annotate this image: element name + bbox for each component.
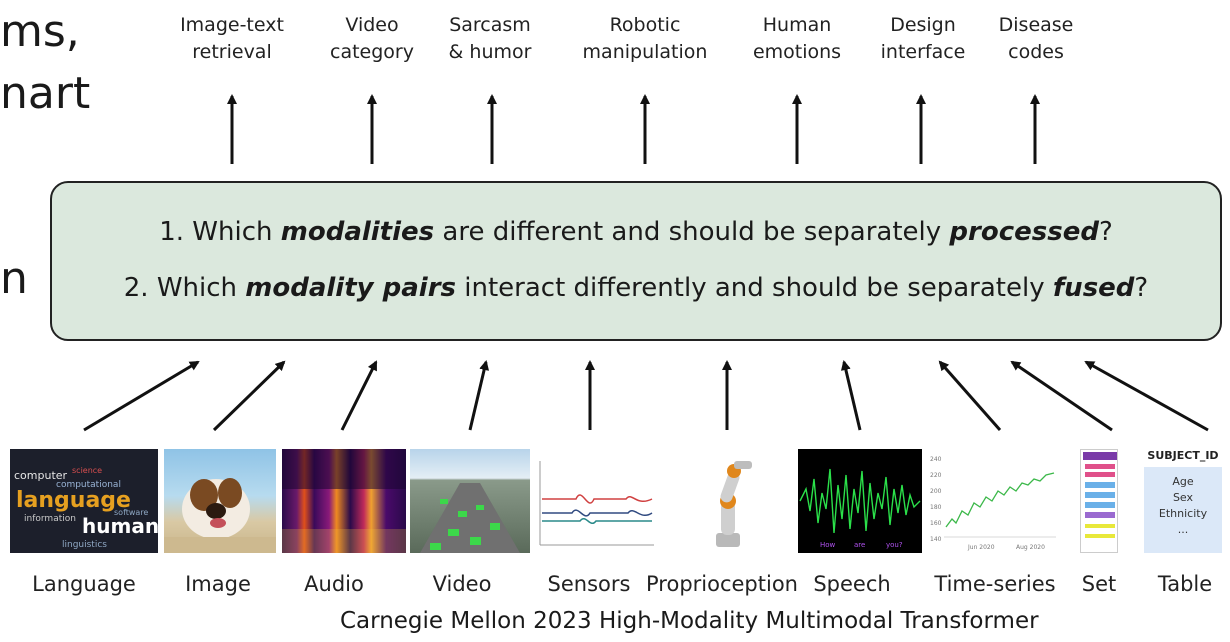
task-label-line1: Human: [762, 14, 832, 36]
table-row: ...: [1177, 523, 1189, 536]
svg-text:are: are: [854, 541, 865, 549]
table-row: Sex: [1172, 491, 1194, 504]
arrow-from-video: [468, 360, 490, 431]
modality-label-audio: Audio: [304, 572, 364, 596]
modality-label-language: Language: [32, 572, 136, 596]
task-sarcasm-humor: Sarcasm & humor: [449, 12, 532, 66]
task-label-line1: Robotic: [609, 14, 681, 36]
task-video-category: Video category: [330, 12, 414, 66]
modality-label-sensors: Sensors: [547, 572, 631, 596]
task-label-line2: emotions: [752, 41, 842, 63]
arrow-from-speech: [840, 360, 862, 431]
modality-label-image: Image: [185, 572, 251, 596]
arrow-from-language: [83, 360, 200, 432]
modality-label-time-series: Time-series: [934, 572, 1056, 596]
language-word-cloud-image: computer science computational language …: [10, 449, 158, 553]
table-row: Age: [1172, 475, 1194, 488]
task-label-line2: manipulation: [582, 41, 708, 63]
cropped-text-fragment-1: ms,: [0, 6, 80, 57]
task-design-interface: Design interface: [881, 12, 966, 66]
svg-text:computer: computer: [14, 469, 68, 482]
cropped-text-fragment-2: nart: [0, 68, 91, 119]
table-row: Ethnicity: [1158, 507, 1208, 520]
task-label-line2: category: [330, 41, 414, 63]
table-body: Age Sex Ethnicity ...: [1144, 467, 1222, 553]
arrow-from-set: [1010, 360, 1113, 432]
svg-text:human: human: [82, 514, 158, 538]
task-label-line1: Design: [890, 14, 956, 36]
central-question-box: 1. Which modalities are different and sh…: [50, 181, 1222, 341]
svg-text:140: 140: [930, 536, 942, 543]
svg-text:Jun 2020: Jun 2020: [967, 544, 995, 551]
traffic-video-image: [410, 449, 530, 553]
svg-text:you?: you?: [886, 541, 903, 549]
svg-text:200: 200: [930, 488, 942, 495]
speech-waveform-image: How are you?: [798, 449, 922, 553]
task-label-line1: Image-text: [180, 14, 284, 36]
question-2-prefix: 2. Which: [123, 273, 246, 303]
task-image-text-retrieval: Image-text retrieval: [180, 12, 284, 66]
modality-label-speech: Speech: [813, 572, 891, 596]
svg-text:science: science: [72, 466, 102, 475]
svg-text:computational: computational: [56, 480, 121, 490]
task-disease-codes: Disease codes: [999, 12, 1074, 66]
dog-photo-image: [164, 449, 276, 553]
question-1-end: ?: [1098, 217, 1113, 247]
arrow-from-time-series: [938, 360, 1002, 431]
time-series-chart-image: 240 220 200 180 160 140 Jun 2020 Aug 202…: [928, 449, 1060, 553]
svg-text:information: information: [24, 514, 76, 524]
question-1-emphasis-processed: processed: [949, 217, 1099, 247]
svg-text:How: How: [820, 541, 836, 549]
arrow-from-image: [212, 360, 286, 432]
question-1-prefix: 1. Which: [159, 217, 281, 247]
svg-text:160: 160: [930, 520, 942, 527]
task-label-line2: codes: [1008, 41, 1064, 63]
table-record-image: SUBJECT_ID Age Sex Ethnicity ...: [1140, 449, 1226, 553]
robot-arm-proprioception-image: [690, 449, 766, 553]
task-human-emotions: Human emotions: [753, 12, 841, 66]
question-1-middle: are different and should be separately: [434, 217, 950, 247]
question-2-end: ?: [1134, 273, 1149, 303]
question-2-emphasis-fused: fused: [1052, 273, 1135, 303]
svg-text:240: 240: [930, 456, 942, 463]
modality-label-table: Table: [1157, 572, 1213, 596]
question-2-emphasis-modality-pairs: modality pairs: [245, 273, 457, 303]
task-label-line1: Sarcasm: [449, 14, 531, 36]
svg-text:language: language: [16, 488, 131, 513]
audio-spectrogram-image: [282, 449, 406, 553]
cropped-text-fragment-3: n: [0, 253, 28, 304]
set-ui-mockup-image: [1080, 449, 1118, 553]
sensors-signal-plot-image: [536, 449, 656, 553]
task-robotic-manipulation: Robotic manipulation: [583, 12, 708, 66]
table-header: SUBJECT_ID: [1147, 449, 1219, 462]
task-label-line1: Video: [345, 14, 399, 36]
arrow-from-table: [1084, 360, 1209, 432]
question-1-emphasis-modalities: modalities: [280, 217, 435, 247]
svg-text:Aug 2020: Aug 2020: [1016, 544, 1045, 551]
question-2: 2. Which modality pairs interact differe…: [52, 273, 1220, 303]
task-label-line1: Disease: [998, 14, 1074, 36]
question-1: 1. Which modalities are different and sh…: [52, 217, 1220, 247]
figure-caption: Carnegie Mellon 2023 High-Modality Multi…: [340, 608, 1039, 634]
modality-label-set: Set: [1081, 572, 1117, 596]
svg-text:220: 220: [930, 472, 942, 479]
svg-text:180: 180: [930, 504, 942, 511]
svg-text:software: software: [114, 508, 148, 517]
svg-text:linguistics: linguistics: [62, 540, 107, 550]
task-label-line2: interface: [880, 41, 966, 63]
task-label-line2: & humor: [448, 41, 532, 63]
question-2-middle: interact differently and should be separ…: [456, 273, 1053, 303]
modality-label-video: Video: [432, 572, 492, 596]
modality-label-proprioception: Proprioception: [646, 572, 798, 596]
task-label-line2: retrieval: [192, 41, 272, 63]
arrow-from-audio: [340, 360, 378, 431]
